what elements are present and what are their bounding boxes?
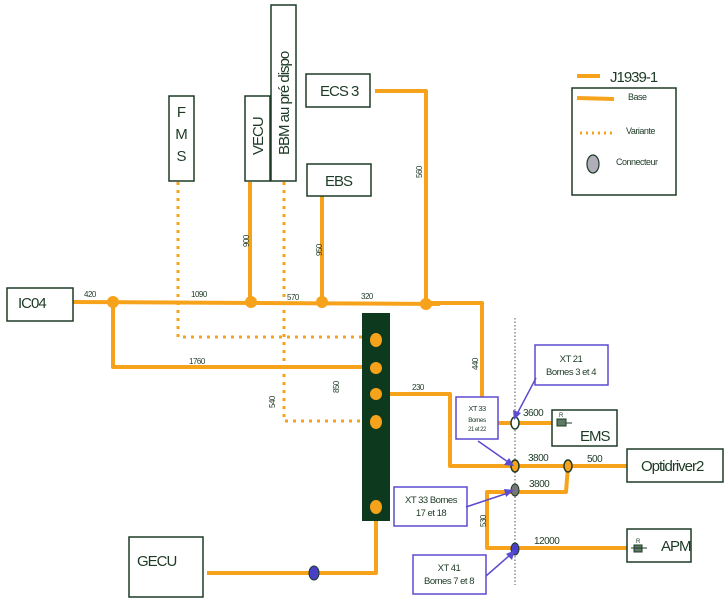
connector-icon — [510, 459, 520, 473]
callout-xt41 — [412, 554, 487, 595]
resistor-label: R — [636, 539, 641, 545]
callout-arrow — [516, 377, 537, 415]
bus-bar-pin — [370, 333, 382, 347]
length-label: 540 — [268, 395, 277, 408]
length-label: 420 — [84, 290, 97, 299]
callout-xt33a-line3: 21 et 22 — [468, 427, 487, 433]
length-label: 1090 — [191, 290, 208, 299]
bus-bar-pin — [370, 500, 382, 514]
ecu-label-apm: APM — [661, 538, 691, 555]
arrow-head-icon — [504, 489, 514, 497]
gecu-wire — [207, 505, 378, 575]
callout-xt41-line2: Bornes 7 et 8 — [424, 576, 474, 587]
legend: J1939-1 Base Variante Connecteur — [571, 69, 677, 196]
length-label: 560 — [415, 165, 424, 178]
ecu-label-ems: EMS — [580, 428, 611, 445]
ecu-label-fms-2: M — [175, 126, 187, 143]
length-label: 570 — [287, 293, 300, 302]
ecu-box-ems — [551, 409, 618, 447]
callout-xt33b-line2: 17 et 18 — [416, 508, 447, 519]
ecu-label-vecu: VECU — [250, 117, 267, 155]
resistor-icon: R — [556, 413, 572, 427]
legend-variante-label: Variante — [626, 126, 655, 136]
callout-xt33-21-22 — [455, 396, 499, 440]
fms-variant-wire — [176, 182, 375, 339]
callout-xt33b-line1: XT 33 Bornes — [405, 495, 458, 506]
ecu-box-vecu — [244, 95, 271, 182]
resistor-icon: R — [631, 539, 647, 553]
length-label: 850 — [332, 380, 341, 393]
ecu-label-ic04: IC04 — [18, 295, 46, 312]
bus-bar-pin — [370, 362, 382, 374]
length-label: 230 — [412, 383, 425, 392]
apm-wire — [485, 465, 628, 550]
callout-arrow — [477, 440, 509, 463]
ecs3-wire — [375, 89, 428, 303]
length-label: 950 — [315, 243, 324, 256]
length-label: 3600 — [523, 408, 544, 419]
ecu-box-ebs — [306, 163, 372, 197]
ecu-box-gecu — [128, 536, 204, 598]
ecu-label-optidriver: Optidriver2 — [641, 458, 704, 475]
lower-loop-wire — [111, 302, 375, 369]
length-label: 500 — [587, 454, 603, 465]
connector-icon — [563, 459, 573, 473]
callout-xt21-line1: XT 21 — [560, 354, 583, 365]
legend-base-label: Base — [628, 92, 647, 102]
callout-xt33a-line1: XT 33 — [468, 404, 486, 413]
ecu-label-bbm: BBM au pré dispo — [276, 51, 293, 155]
arrow-head-icon — [504, 458, 514, 466]
callout-xt33a-line2: Bornes — [468, 417, 487, 424]
ems-drop-wire — [426, 301, 484, 423]
length-label: 900 — [242, 234, 251, 247]
connector-icon — [308, 565, 320, 581]
ecu-label-ecs3: ECS 3 — [320, 83, 359, 100]
junction-node — [316, 296, 328, 308]
arrow-head-icon — [513, 410, 521, 420]
bus-bar-pin — [370, 415, 382, 429]
ecu-label-fms-3: S — [176, 148, 186, 165]
ecu-label-ebs: EBS — [325, 173, 353, 190]
callout-xt21-line2: Bornes 3 et 4 — [546, 367, 596, 378]
callout-xt21 — [534, 344, 609, 386]
ecu-box-ecs3 — [305, 73, 371, 108]
bus-bar-pin — [370, 388, 382, 400]
length-label: 320 — [361, 292, 374, 301]
junction-node — [420, 298, 432, 310]
legend-base-swatch — [576, 96, 615, 101]
length-label: 1760 — [189, 357, 206, 366]
length-label: 12000 — [534, 536, 560, 547]
legend-connector-icon — [586, 154, 600, 174]
junction-node — [107, 296, 119, 308]
junction-node — [245, 296, 257, 308]
arrow-head-icon — [506, 550, 515, 560]
legend-connecteur-label: Connecteur — [616, 157, 658, 167]
length-label: 530 — [479, 514, 488, 527]
callout-arrow — [485, 554, 511, 577]
callout-arrow — [465, 492, 509, 508]
ecu-box-fms — [168, 95, 195, 182]
ecu-box-bbm — [270, 4, 297, 182]
resistor-label: R — [559, 413, 564, 419]
bar-output-wire — [375, 392, 568, 468]
callout-xt33-17-18 — [393, 486, 468, 527]
legend-box — [571, 87, 677, 196]
callout-xt41-line1: XT 41 — [438, 563, 461, 574]
length-label: 3800 — [528, 453, 549, 464]
ecu-label-gecu: GECU — [137, 553, 177, 570]
ecu-box-optidriver — [626, 448, 724, 483]
legend-title: J1939-1 — [610, 69, 658, 86]
ecu-box-ic04 — [6, 287, 74, 322]
length-label: 3800 — [529, 479, 550, 490]
length-label: 440 — [471, 357, 480, 370]
ecu-label-fms-1: F — [177, 104, 186, 121]
